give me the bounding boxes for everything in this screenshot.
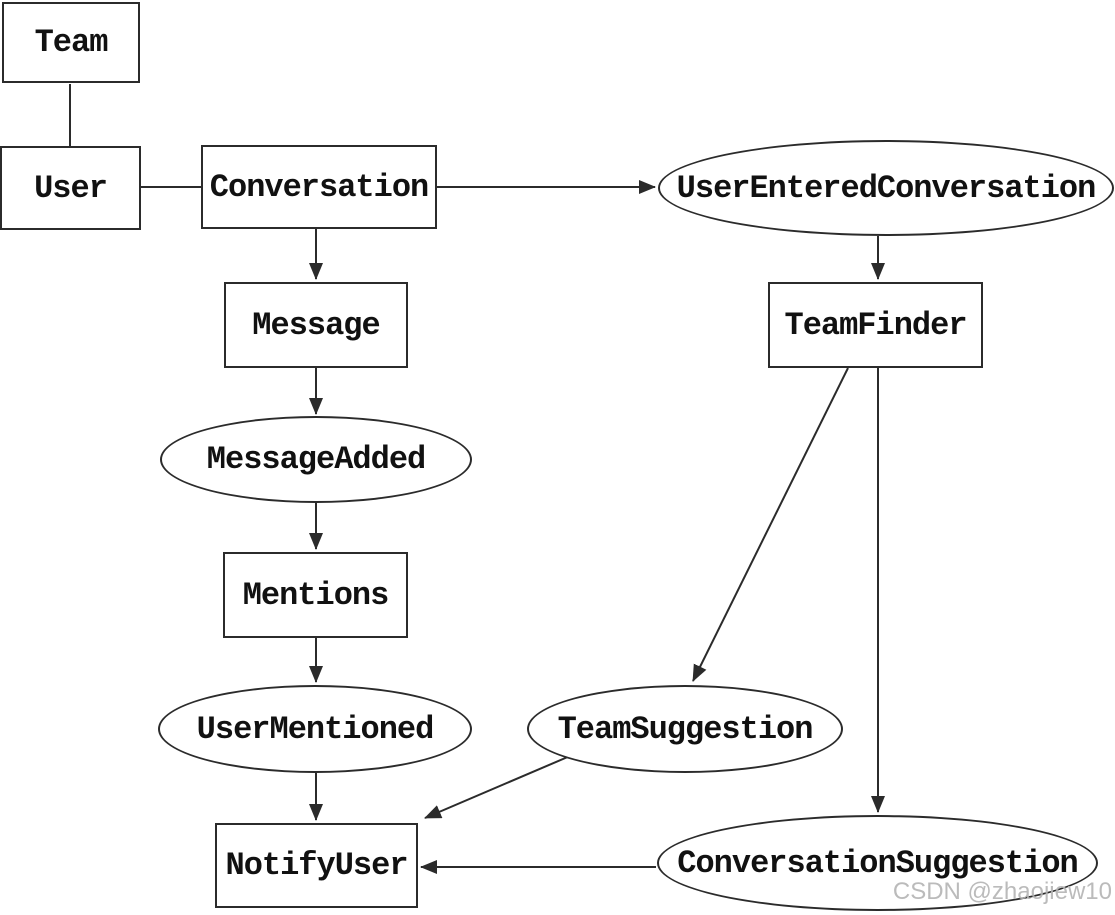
node-user-mentioned-label: UserMentioned [196, 710, 435, 748]
node-team-suggestion-label: TeamSuggestion [557, 710, 814, 748]
node-message: Message [224, 282, 408, 368]
node-user-label: User [34, 169, 108, 207]
node-conversation-label: Conversation [209, 168, 429, 206]
edge-team-finder-to-team-suggestion [692, 367, 849, 682]
node-conversation-suggestion-label: ConversationSuggestion [677, 844, 1078, 882]
node-conversation: Conversation [201, 145, 437, 229]
node-message-added-label: MessageAdded [206, 441, 426, 478]
node-team-finder: TeamFinder [768, 282, 983, 368]
node-conversation-suggestion: ConversationSuggestion [657, 815, 1098, 911]
node-team: Team [2, 2, 140, 83]
watermark: CSDN @zhaojiew10 [892, 878, 1112, 905]
node-team-finder-label: TeamFinder [784, 306, 967, 344]
node-user-entered-conversation: UserEnteredConversation [658, 140, 1114, 236]
node-team-suggestion: TeamSuggestion [527, 685, 843, 773]
node-user: User [0, 146, 141, 230]
node-notify-user-label: NotifyUser [225, 847, 408, 884]
node-user-entered-conversation-label: UserEnteredConversation [676, 169, 1097, 207]
node-user-mentioned: UserMentioned [158, 685, 472, 773]
edge-team-suggestion-to-notify-user [424, 755, 571, 819]
node-notify-user: NotifyUser [215, 823, 418, 908]
node-message-label: Message [252, 306, 380, 344]
node-team-label: Team [34, 24, 109, 61]
node-mentions-label: Mentions [242, 576, 390, 614]
node-mentions: Mentions [223, 552, 408, 638]
node-message-added: MessageAdded [160, 416, 472, 503]
